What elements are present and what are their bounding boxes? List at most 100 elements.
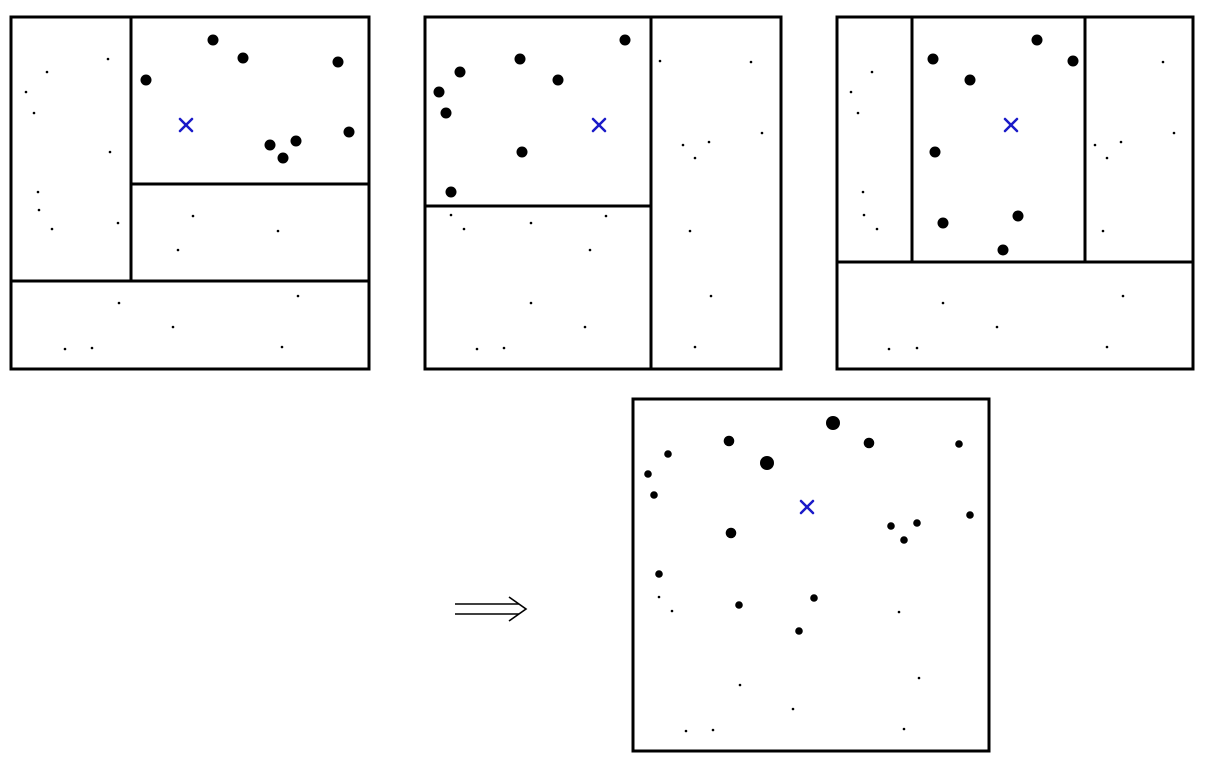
panel-frame [423,15,783,371]
data-point [966,511,974,519]
data-point [296,294,300,298]
data-point [900,536,908,544]
data-point [588,248,592,252]
data-point [440,107,452,119]
data-point [725,527,737,539]
small-points [449,59,764,351]
data-point [670,609,674,613]
data-point [915,346,919,350]
small-points [24,57,300,351]
data-point [1105,345,1109,349]
data-point [604,214,608,218]
data-point [171,325,175,329]
large-points [927,34,1079,256]
large-points [140,34,355,164]
data-point [913,519,921,527]
panel-top-right [835,15,1195,371]
double-arrow-icon [455,596,528,622]
small-points [849,60,1176,351]
panel-top-left [9,15,371,371]
data-point [997,244,1009,256]
data-point [795,627,803,635]
data-point [140,74,152,86]
data-point [280,345,284,349]
data-point [870,70,874,74]
data-point [264,139,276,151]
data-point [749,60,753,64]
data-point [856,111,860,115]
data-point [514,53,526,65]
data-point [709,294,713,298]
data-point [1161,60,1165,64]
data-point [45,70,49,74]
data-point [862,213,866,217]
data-point [1119,140,1123,144]
panel-frame [631,397,991,753]
data-point [688,229,692,233]
data-point [117,301,121,305]
data-point [516,146,528,158]
data-point [32,111,36,115]
data-point [955,440,963,448]
data-point [24,90,28,94]
data-point [445,186,457,198]
panel-top-middle [423,15,783,371]
data-point [693,345,697,349]
data-point [108,150,112,154]
data-point [63,347,67,351]
data-point [191,214,195,218]
data-point [664,450,672,458]
data-point [937,217,949,229]
data-point [941,301,945,305]
data-point [887,347,891,351]
data-point [1121,294,1125,298]
data-point [449,213,453,217]
data-point [276,229,280,233]
data-point [343,126,355,138]
data-point [36,190,40,194]
data-point [529,221,533,225]
panel-frame [835,15,1195,371]
data-point [863,437,875,449]
data-point [207,34,219,46]
data-point [50,227,54,231]
data-point [902,727,906,731]
data-point [290,135,302,147]
data-point [707,140,711,144]
data-point [619,34,631,46]
data-point [655,570,663,578]
data-point [106,57,110,61]
data-point [658,59,662,63]
data-point [929,146,941,158]
data-point [116,221,120,225]
data-point [1067,55,1079,67]
data-point [37,208,41,212]
data-point [529,301,533,305]
data-point [433,86,445,98]
data-point [657,595,661,599]
data-point [1093,143,1097,147]
panel-result [631,397,991,753]
x-mark-icon [1003,117,1019,133]
data-point [964,74,976,86]
data-point [995,325,999,329]
panel-frame [9,15,371,371]
data-point [711,728,715,732]
data-point [791,707,795,711]
data-point [887,522,895,530]
data-point [502,346,506,350]
data-point [927,53,939,65]
large-points [433,34,631,198]
data-point [849,90,853,94]
data-point [826,416,840,430]
data-point [454,66,466,78]
data-point [738,683,742,687]
data-point [723,435,735,447]
data-point [583,325,587,329]
data-point [277,152,289,164]
x-mark-icon [799,499,815,515]
data-point [237,52,249,64]
data-point [681,143,685,147]
data-point [1172,131,1176,135]
